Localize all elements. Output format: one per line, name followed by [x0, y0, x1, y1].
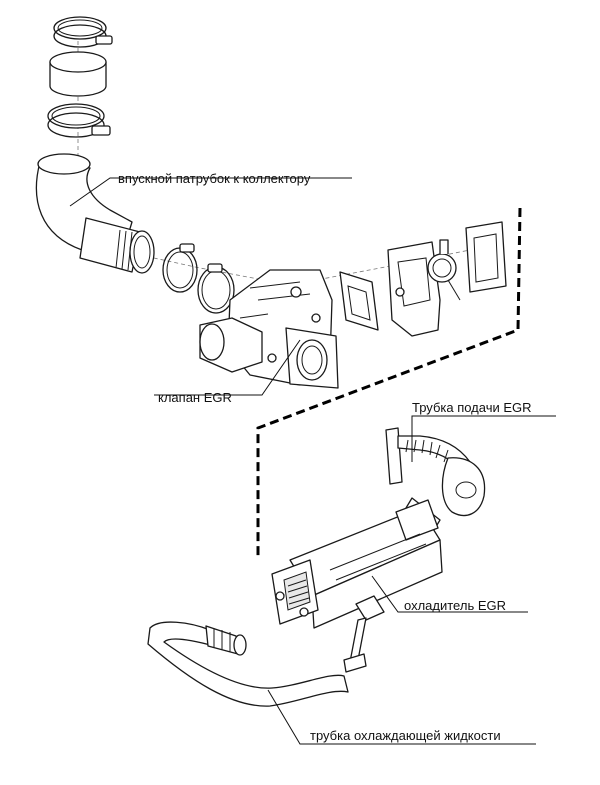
connection-lines [256, 207, 522, 556]
label-egr-supply-pipe: Трубка подачи EGR [412, 400, 532, 415]
valve-clamps [162, 243, 235, 314]
gasket-2 [465, 221, 507, 293]
egr-bypass-valve [387, 239, 461, 337]
leader-egr-valve [154, 339, 301, 396]
gasket-1 [339, 271, 379, 331]
leader-intake-pipe [69, 177, 352, 207]
hose-clamp-middle [47, 103, 111, 138]
label-coolant-pipe: трубка охлаждающей жидкости [310, 728, 501, 743]
coolant-connector [343, 595, 385, 673]
leader-coolant-pipe [267, 689, 536, 745]
hose-clamp-top [53, 16, 113, 48]
leader-lines [69, 177, 556, 745]
intake-pipe [35, 153, 155, 274]
egr-cooler [271, 499, 443, 629]
label-egr-valve: клапан EGR [158, 390, 232, 405]
coupling-sleeve [49, 51, 107, 97]
coolant-pipe [147, 621, 349, 707]
leader-egr-cooler [371, 575, 528, 613]
egr-valve [199, 269, 339, 389]
leader-egr-supply-pipe [411, 415, 556, 462]
label-intake-pipe: впускной патрубок к коллектору [118, 171, 311, 186]
label-egr-cooler: охладитель EGR [404, 598, 506, 613]
